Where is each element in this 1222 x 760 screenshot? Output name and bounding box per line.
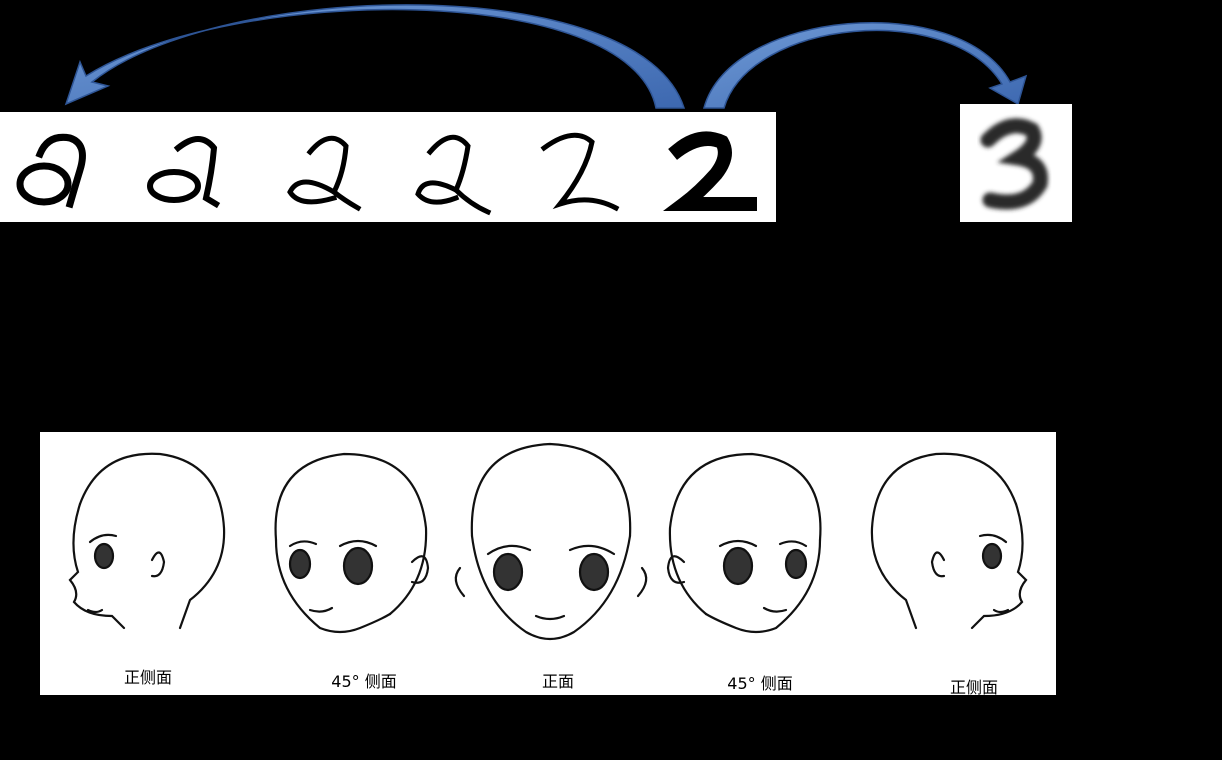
head-caption-1: 正侧面 — [123, 668, 173, 687]
digit-two-variant-1 — [16, 133, 86, 209]
head-45-left — [274, 452, 430, 634]
head-angles-illustration — [68, 442, 1028, 641]
head-profile-right — [870, 452, 1028, 630]
digit-two-variant-5 — [540, 132, 620, 212]
head-caption-3: 正面 — [541, 672, 575, 691]
head-caption-2: 45° 侧面 — [331, 672, 397, 691]
head-front — [454, 442, 648, 641]
head-caption-5: 正侧面 — [949, 678, 999, 697]
digit-sequence-panel — [0, 112, 776, 222]
head-45-right — [666, 452, 822, 634]
left-curved-arrow — [64, 4, 686, 109]
digit-two-variant-3 — [287, 135, 362, 212]
digit-two-variant-2 — [147, 136, 221, 209]
digit-three-image — [980, 118, 1049, 210]
digit-two-variant-6 — [663, 131, 757, 211]
digit-two-variant-4 — [415, 134, 492, 216]
indirectly-similar-line2: with stepping stones — [166, 280, 564, 324]
not-similar-label: Not similar? — [258, 36, 490, 80]
head-profile-left — [68, 452, 226, 630]
digit-three-panel — [960, 104, 1072, 222]
head-caption-4: 45° 侧面 — [727, 674, 793, 693]
digit-sequence-image — [16, 131, 757, 216]
image-source-note: Source of image: http://www.moehui.com/5… — [152, 696, 973, 732]
indirectly-similar-line1: “Indirectly” similar — [186, 224, 544, 268]
head-angles-panel: 正侧面 45° 侧面 正面 45° 侧面 正侧面 — [40, 432, 1056, 697]
similar-label: similar? — [800, 50, 946, 92]
credit-note: [The example is from the tutorial slides… — [396, 344, 1144, 376]
